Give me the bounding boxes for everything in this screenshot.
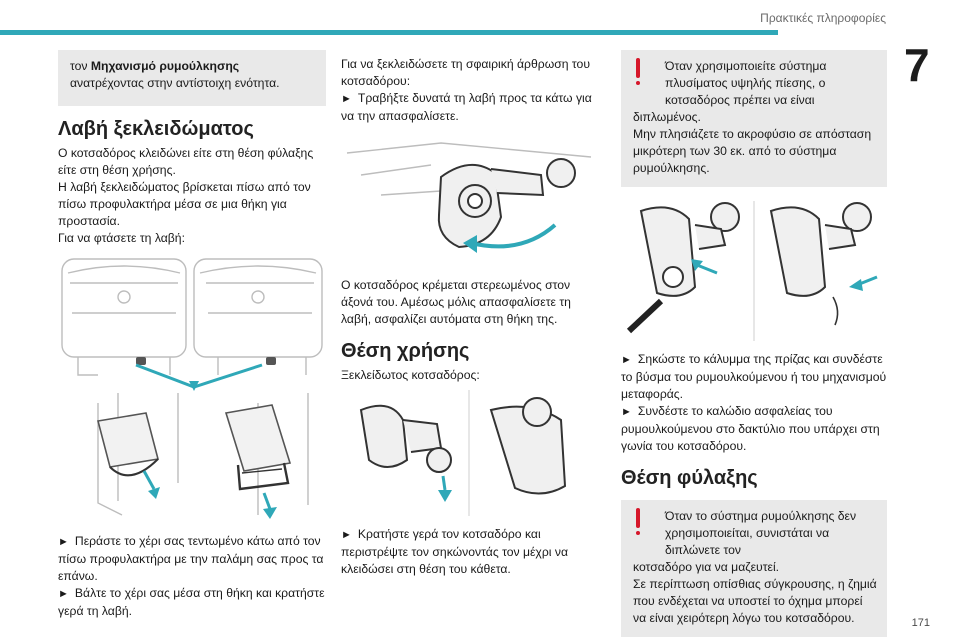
step-1: ►Τραβήξτε δυνατά τη λαβή προς τα κάτω γι… <box>341 91 592 123</box>
warning-box-storage: Όταν το σύστημα ρυμούλκησης δεν χρησιμοπ… <box>621 500 887 637</box>
section-title: Πρακτικές πληροφορίες <box>760 11 886 25</box>
paragraph: Ο κοτσαδόρος κρέμεται στερεωμένος στον ά… <box>341 278 571 326</box>
step-2: ►Βάλτε το χέρι σας μέσα στη θήκη και κρα… <box>58 586 325 618</box>
warning-text: Όταν το σύστημα ρυμούλκησης δεν χρησιμοπ… <box>665 509 857 557</box>
note-link-bold: Μηχανισμό ρυμούλκησης <box>90 59 240 73</box>
step-2: ►Συνδέστε το καλώδιο ασφαλείας του ρυμου… <box>621 404 880 453</box>
paragraph: Για να φτάσετε τη λαβή: <box>58 231 185 245</box>
step-arrow-icon: ► <box>341 529 352 541</box>
column-2: Για να ξεκλειδώσετε τη σφαιρική άρθρωση … <box>341 50 603 578</box>
illustration-rotate-towbar <box>359 390 567 516</box>
warning-text: Μην πλησιάζετε το ακροφύσιο σε απόσταση … <box>633 127 872 175</box>
step-2: ►Κρατήστε γερά τον κοτσαδόρο και περιστρ… <box>341 527 568 576</box>
heading-use-position: Θέση χρήσης <box>341 340 470 362</box>
paragraph: Ο κοτσαδόρος κλειδώνει είτε στη θέση φύλ… <box>58 146 314 177</box>
header-accent-bar <box>0 30 778 35</box>
warning-text-continued: διπλωμένος. <box>633 110 701 124</box>
step-arrow-icon: ► <box>58 536 69 548</box>
warning-text: Όταν χρησιμοποιείτε σύστημα πλυσίματος υ… <box>665 59 827 107</box>
paragraph: Για να ξεκλειδώσετε τη σφαιρική άρθρωση … <box>341 57 590 88</box>
warning-text-continued: κοτσαδόρο για να μαζευτεί. <box>633 560 780 574</box>
illustration-rear-bumper <box>61 258 323 519</box>
step-arrow-icon: ► <box>58 588 69 600</box>
step-1: ►Σηκώστε το κάλυμμα της πρίζας και συνδέ… <box>621 352 887 401</box>
column-1: τον Μηχανισμό ρυμούλκησης ανατρέχοντας σ… <box>58 50 326 620</box>
warning-icon <box>633 58 643 88</box>
column-3: Όταν χρησιμοποιείτε σύστημα πλυσίματος υ… <box>621 50 887 637</box>
heading-unlock-handle: Λαβή ξεκλειδώματος <box>58 118 254 140</box>
step-1: ►Περάστε το χέρι σας τεντωμένο κάτω από … <box>58 534 324 583</box>
paragraph: Η λαβή ξεκλειδώματος βρίσκεται πίσω από … <box>58 180 311 228</box>
paragraph: Ξεκλείδωτος κοτσαδόρος: <box>341 368 480 382</box>
warning-box-pressure-washer: Όταν χρησιμοποιείτε σύστημα πλυσίματος υ… <box>621 50 887 187</box>
chapter-number: 7 <box>904 39 930 91</box>
page-number: 171 <box>911 617 930 629</box>
step-arrow-icon: ► <box>621 406 632 418</box>
warning-text: Σε περίπτωση οπίσθιας σύγκρουσης, η ζημι… <box>633 577 877 625</box>
step-arrow-icon: ► <box>621 354 632 366</box>
illustration-pull-handle <box>346 142 592 253</box>
note-box: τον Μηχανισμό ρυμούλκησης ανατρέχοντας σ… <box>58 50 326 106</box>
heading-storage-position: Θέση φύλαξης <box>621 467 758 489</box>
note-text: τον Μηχανισμό ρυμούλκησης ανατρέχοντας σ… <box>70 59 280 90</box>
step-arrow-icon: ► <box>341 93 352 105</box>
illustration-connect-plug <box>626 201 878 341</box>
warning-icon <box>633 508 643 538</box>
